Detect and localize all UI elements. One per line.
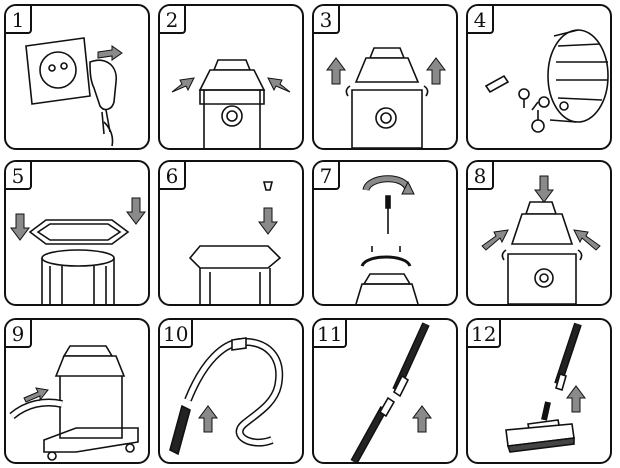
step-panel-3: 3 — [312, 4, 458, 150]
step-number: 6 — [160, 162, 186, 190]
step-panel-9: 9 — [4, 318, 150, 464]
step-panel-6: 6 — [158, 160, 304, 306]
step-panel-2: 2 — [158, 4, 304, 150]
step-number: 3 — [314, 6, 340, 34]
step-number: 10 — [160, 320, 193, 348]
step-panel-8: 8 — [466, 160, 612, 306]
step-panel-5: 5 — [4, 160, 150, 306]
step-panel-11: 11 — [312, 318, 458, 464]
step-number: 1 — [6, 6, 32, 34]
step-number: 7 — [314, 162, 340, 190]
step-panel-4: 4 — [466, 4, 612, 150]
step-number: 8 — [468, 162, 494, 190]
step-number: 9 — [6, 320, 32, 348]
step-panel-7: 7 — [312, 160, 458, 306]
step-panel-10: 10 — [158, 318, 304, 464]
step-number: 5 — [6, 162, 32, 190]
step-number: 11 — [314, 320, 347, 348]
step-panel-12: 12 — [466, 318, 612, 464]
step-number: 12 — [468, 320, 501, 348]
step-panel-1: 1 — [4, 4, 150, 150]
step-number: 2 — [160, 6, 186, 34]
step-number: 4 — [468, 6, 494, 34]
